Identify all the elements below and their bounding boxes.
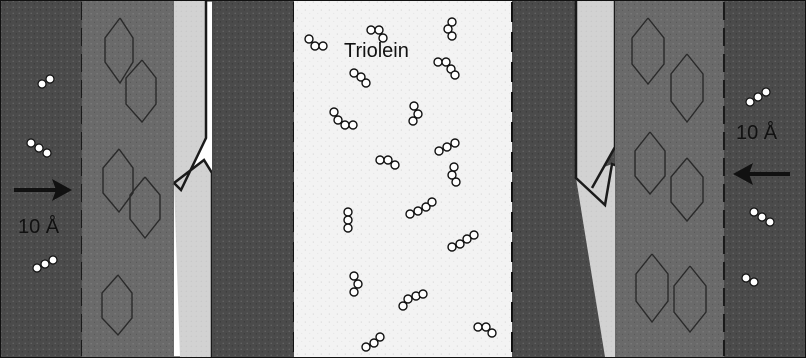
left-spacing-label: 10 Å bbox=[18, 215, 60, 238]
left-inner-panel bbox=[212, 1, 294, 357]
left-outer-panel bbox=[1, 1, 83, 357]
left-membrane-band bbox=[82, 1, 174, 357]
right-outer-panel bbox=[724, 1, 805, 357]
right-spacing-label: 10 Å bbox=[736, 121, 778, 144]
center-label: Triolein bbox=[344, 40, 409, 62]
